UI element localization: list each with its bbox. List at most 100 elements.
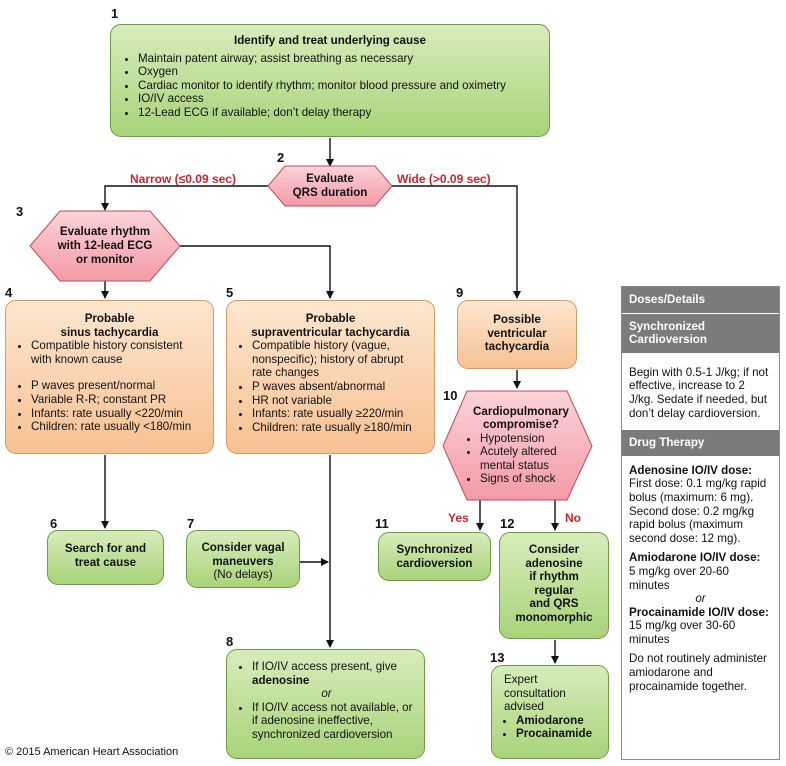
step-12-line: adenosine — [525, 556, 583, 570]
step-1-title: Identify and treat underlying cause — [234, 34, 426, 47]
step-number-2: 2 — [277, 150, 285, 165]
step-4-item: Variable R-R; constant PR — [31, 393, 205, 407]
branch-label-no: No — [565, 511, 581, 525]
step-expert-consultation: Expert consultation advised Amiodarone P… — [491, 665, 609, 759]
step-12-line: if rhythm — [529, 570, 579, 584]
drug-or: or — [695, 592, 706, 606]
step-5-item: Infants: rate usually ≥220/min — [252, 407, 426, 421]
step-possible-vt: Possible ventricular tachycardia — [457, 300, 577, 369]
decision-rhythm-line: with 12-lead ECG — [57, 239, 153, 252]
step-number-3: 3 — [16, 204, 24, 219]
decision-qrs-line: Evaluate — [306, 172, 354, 185]
step-number-4: 4 — [5, 285, 13, 300]
step-9-line: Possible — [493, 313, 541, 326]
step-4-item: Children: rate usually <180/min — [31, 420, 205, 434]
step-11-line: cardioversion — [396, 556, 473, 570]
drug-therapy-body: Adenosine IO/IV dose: First dose: 0.1 mg… — [622, 457, 779, 701]
decision-compromise-line: compromise? — [482, 418, 560, 432]
decision-qrs-line: QRS duration — [292, 186, 368, 199]
step-5-title: supraventricular tachycardia — [251, 325, 410, 339]
step-5-item: Compatible history (vague, nonspecific);… — [252, 339, 426, 380]
step-number-8: 8 — [226, 634, 234, 649]
decision-rhythm-line: Evaluate rhythm — [59, 225, 151, 238]
cardioversion-header: Synchronized Cardioversion — [622, 313, 779, 354]
amiodarone-dose: 5 mg/kg over 20-60 minutes — [629, 564, 729, 592]
step-9-line: ventricular — [487, 326, 547, 340]
step-1-item: Maintain patent airway; assist breathing… — [138, 52, 539, 66]
procainamide-dose: 15 mg/kg over 30-60 minutes — [629, 619, 736, 646]
step-number-6: 6 — [50, 516, 58, 531]
combination-warning: Do not routinely administer amiodarone a… — [629, 652, 767, 693]
decision-compromise-line: Cardiopulmonary — [473, 405, 569, 418]
step-12-line: Consider — [528, 543, 580, 556]
copyright-notice: © 2015 American Heart Association — [5, 746, 179, 758]
step-vagal-maneuvers: Consider vagal maneuvers (No delays) — [186, 530, 300, 588]
step-number-13: 13 — [490, 650, 505, 665]
step-5-item: P waves absent/abnormal — [252, 380, 426, 394]
step-13-drug: Amiodarone — [516, 714, 602, 728]
procainamide-title: Procainamide IO/IV dose: — [629, 605, 769, 619]
decision-compromise-shape — [442, 390, 593, 501]
step-13-line: advised — [504, 700, 544, 714]
step-1-item: Cardiac monitor to identify rhythm; moni… — [138, 79, 539, 93]
drug-therapy-header: Drug Therapy — [622, 430, 779, 457]
step-number-12: 12 — [500, 516, 515, 531]
step-12-line: regular — [534, 583, 574, 597]
amiodarone-title: Amiodarone IO/IV dose: — [629, 551, 761, 565]
step-13-drug: Procainamide — [516, 727, 602, 741]
cardioversion-text: Begin with 0.5-1 J/kg; if not effective,… — [629, 365, 769, 420]
step-number-1: 1 — [111, 6, 119, 21]
adenosine-title: Adenosine IO/IV dose: — [629, 463, 753, 477]
branch-label-narrow: Narrow (≤0.09 sec) — [130, 172, 236, 186]
step-4-item: P waves present/normal — [31, 379, 205, 393]
doses-details-panel: Doses/Details Synchronized Cardioversion… — [621, 286, 780, 760]
decision-compromise-item: Acutely altered mental status — [480, 445, 576, 472]
step-6-line: treat cause — [74, 555, 137, 569]
decision-qrs-shape — [267, 165, 393, 207]
doses-details-header: Doses/Details — [622, 287, 779, 314]
step-13-line: Expert — [504, 673, 538, 686]
arrow-3-to-5 — [180, 245, 334, 299]
step-11-line: Synchronized — [396, 543, 473, 556]
step-9-line: tachycardia — [484, 340, 550, 354]
arrow-2-to-9 — [392, 185, 521, 299]
branch-label-yes: Yes — [448, 511, 469, 525]
decision-compromise-text: Cardiopulmonary compromise? Hypotension … — [466, 405, 576, 485]
step-number-9: 9 — [456, 285, 464, 300]
step-7-line: maneuvers — [212, 554, 274, 568]
decision-qrs-text: Evaluate QRS duration — [285, 172, 375, 200]
decision-compromise-item: Hypotension — [480, 432, 576, 445]
decision-rhythm-shape — [29, 210, 181, 282]
adenosine-second-dose: Second dose: 0.2 mg/kg rapid bolus (maxi… — [629, 504, 755, 545]
branch-label-wide: Wide (>0.09 sec) — [397, 172, 491, 186]
step-13-line: consultation — [504, 686, 566, 700]
step-probable-svt: Probable supraventricular tachycardia Co… — [226, 300, 435, 454]
step-7-note: (No delays) — [213, 568, 273, 582]
step-number-11: 11 — [375, 516, 389, 531]
step-4-title: sinus tachycardia — [60, 325, 159, 339]
step-8-item-text: If IO/IV access present, give — [252, 660, 397, 673]
step-6-line: Search for and — [64, 542, 147, 555]
step-number-10: 10 — [443, 388, 458, 403]
step-8-or: or — [321, 687, 332, 701]
step-5-title: Probable — [305, 312, 356, 325]
step-number-5: 5 — [226, 285, 234, 300]
step-1-item: 12-Lead ECG if available; don’t delay th… — [138, 106, 539, 120]
arrow-2-to-3 — [101, 185, 268, 211]
step-8-drug: adenosine — [252, 673, 310, 687]
step-probable-sinus-tachycardia: Probable sinus tachycardia Compatible hi… — [5, 300, 214, 454]
step-4-item: Infants: rate usually <220/min — [31, 407, 205, 421]
step-identify-treat-cause: Identify and treat underlying cause Main… — [110, 24, 550, 137]
step-1-item: IO/IV access — [138, 92, 539, 106]
step-5-item: HR not variable — [252, 394, 426, 408]
step-5-item: Children: rate usually ≥180/min — [252, 421, 426, 435]
step-7-line: Consider vagal — [201, 541, 285, 554]
step-synchronized-cardioversion: Synchronized cardioversion — [378, 532, 491, 581]
decision-compromise-item: Signs of shock — [480, 472, 576, 485]
step-consider-adenosine: Consider adenosine if rhythm regular and… — [499, 532, 609, 639]
step-search-treat-cause: Search for and treat cause — [47, 530, 164, 585]
step-4-item: Compatible history consistent with known… — [31, 339, 205, 366]
decision-rhythm-line: or monitor — [76, 253, 134, 266]
